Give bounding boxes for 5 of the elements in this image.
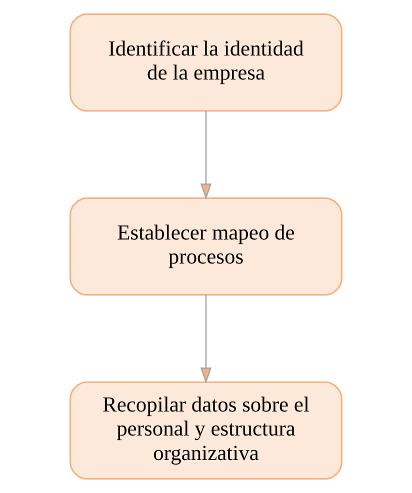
- arrow: [200, 295, 212, 384]
- arrow: [200, 111, 212, 200]
- node-box: Identificar la identidad de la empresa: [70, 13, 342, 112]
- node-box: Recopilar datos sobre el personal y estructura organizativa: [70, 381, 342, 480]
- node-box: Establecer mapeo de procesos: [70, 197, 342, 296]
